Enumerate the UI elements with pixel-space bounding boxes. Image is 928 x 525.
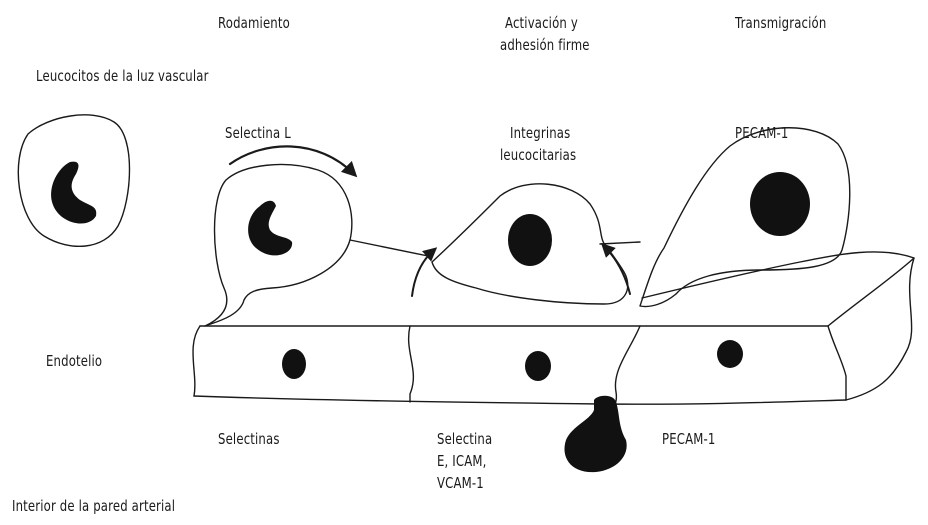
free-leukocyte-nucleus [51, 162, 96, 224]
free-leukocyte [18, 115, 129, 246]
label-integrinas-line1: Integrinas [510, 123, 570, 143]
endothelium-right-face [828, 258, 914, 400]
endothelium-left-face [193, 326, 200, 396]
label-selectina-e-line1: Selectina [437, 429, 492, 449]
label-activacion-line2: adhesión firme [500, 35, 590, 55]
label-activacion-line1: Activación y [505, 13, 578, 33]
label-pecam-top: PECAM-1 [735, 123, 788, 143]
label-pecam-bottom: PECAM-1 [662, 429, 715, 449]
rolling-leukocyte-nucleus [248, 201, 292, 256]
up-arrow-right [604, 246, 630, 294]
label-selectina-e-line3: VCAM-1 [437, 473, 484, 493]
tether-rolling [350, 240, 428, 256]
label-luz-vascular: Leucocitos de la luz vascular [36, 66, 209, 86]
rolling-arrow [230, 146, 354, 174]
junction-left [409, 326, 414, 402]
endothelium-front-right [828, 326, 846, 400]
label-selectinas: Selectinas [218, 429, 280, 449]
label-interior: Interior de la pared arterial [12, 496, 175, 516]
label-integrinas-line2: leucocitarias [500, 145, 576, 165]
label-selectina-l: Selectina L [225, 123, 291, 143]
label-rodamiento: Rodamiento [218, 13, 290, 33]
label-transmigracion: Transmigración [735, 13, 826, 33]
up-arrow-left [412, 250, 434, 296]
adhering-leukocyte-nucleus [508, 214, 552, 266]
endothelial-nucleus-2 [525, 351, 551, 381]
transmigrating-leukocyte [640, 128, 850, 307]
transmigrating-leukocyte-nucleus [750, 172, 810, 236]
label-endotelio: Endotelio [46, 351, 102, 371]
extravasated-leukocyte [564, 396, 626, 472]
label-selectina-e-line2: E, ICAM, [437, 451, 487, 471]
endothelial-nucleus-1 [282, 349, 306, 379]
endothelial-nucleus-3 [717, 340, 743, 368]
endothelium-bottom-edge [194, 396, 846, 404]
tether-adhering [600, 242, 640, 244]
